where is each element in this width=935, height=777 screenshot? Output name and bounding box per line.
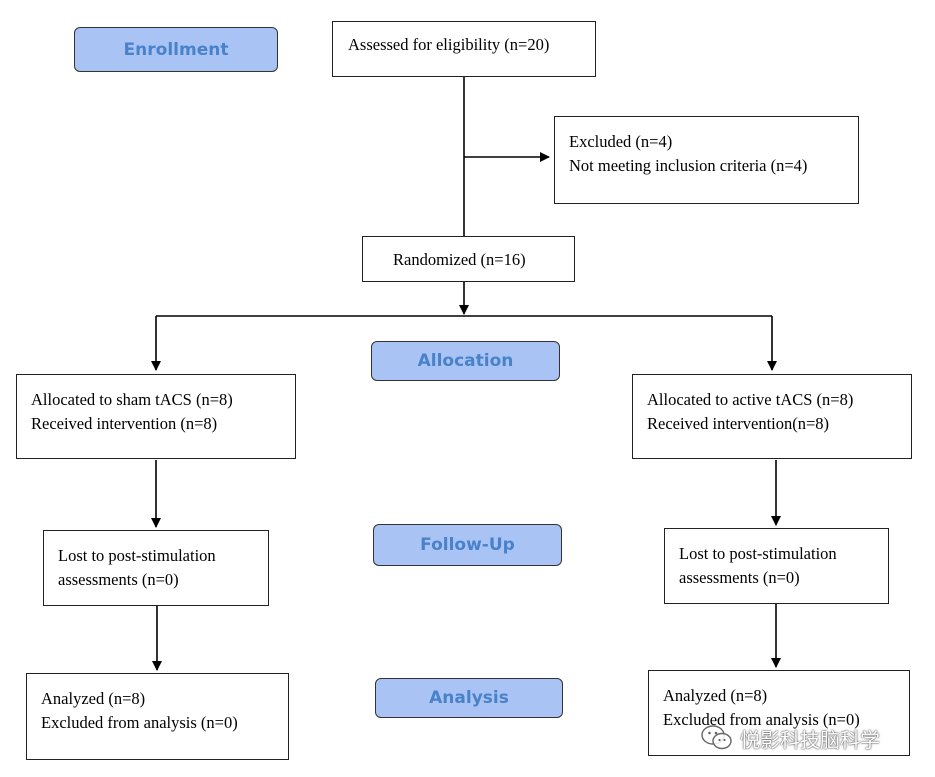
box-line: Excluded (n=4)	[569, 132, 673, 151]
box-line: Allocated to active tACS (n=8)	[647, 390, 854, 409]
stage-enrollment: Enrollment	[74, 27, 278, 72]
box-sham-analyzed: Analyzed (n=8) Excluded from analysis (n…	[26, 673, 289, 760]
box-sham-allocated: Allocated to sham tACS (n=8) Received in…	[16, 374, 296, 459]
box-excluded: Excluded (n=4) Not meeting inclusion cri…	[554, 116, 859, 204]
box-line: Lost to post-stimulation	[58, 546, 216, 565]
box-assessed-eligibility: Assessed for eligibility (n=20)	[332, 21, 596, 77]
stage-analysis: Analysis	[375, 678, 563, 718]
box-sham-lost: Lost to post-stimulation assessments (n=…	[43, 530, 269, 606]
box-line: Received intervention(n=8)	[647, 414, 830, 433]
box-randomized: Randomized (n=16)	[362, 236, 575, 282]
box-line: Analyzed (n=8)	[663, 686, 768, 705]
box-line: Assessed for eligibility (n=20)	[348, 35, 550, 54]
stage-allocation: Allocation	[371, 341, 560, 381]
box-active-lost: Lost to post-stimulation assessments (n=…	[664, 528, 889, 604]
watermark-text: 悦影科技脑科学	[740, 727, 880, 752]
box-active-allocated: Allocated to active tACS (n=8) Received …	[632, 374, 912, 459]
box-line: Received intervention (n=8)	[31, 414, 218, 433]
stage-follow-up: Follow-Up	[373, 524, 562, 566]
box-line: assessments (n=0)	[679, 568, 800, 587]
box-line: Excluded from analysis (n=0)	[663, 710, 860, 729]
box-line: Excluded from analysis (n=0)	[41, 713, 238, 732]
wechat-icon	[701, 725, 732, 750]
box-line: assessments (n=0)	[58, 570, 179, 589]
box-line: Allocated to sham tACS (n=8)	[31, 390, 233, 409]
box-line: Lost to post-stimulation	[679, 544, 837, 563]
box-line: Not meeting inclusion criteria (n=4)	[569, 156, 808, 175]
watermark: 悦影科技脑科学	[700, 720, 880, 756]
box-line: Analyzed (n=8)	[41, 689, 146, 708]
box-active-analyzed: Analyzed (n=8) Excluded from analysis (n…	[648, 670, 910, 756]
box-line: Randomized (n=16)	[393, 250, 526, 269]
